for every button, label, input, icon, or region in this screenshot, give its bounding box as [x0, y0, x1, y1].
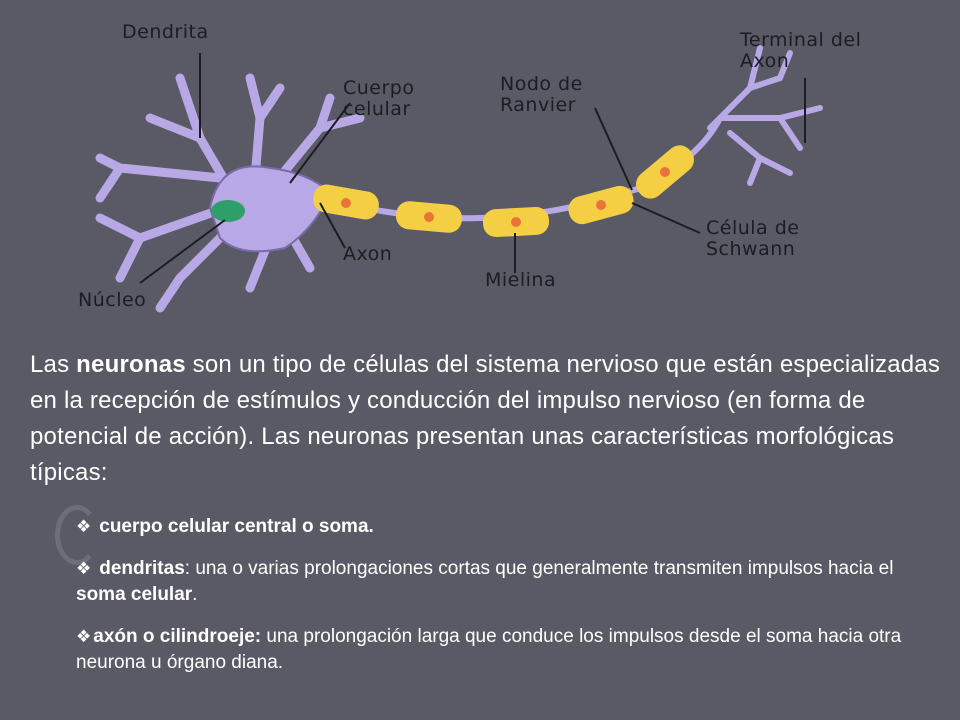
item-end: .	[192, 584, 198, 605]
label-cuerpo-celular: Cuerpo celular	[343, 77, 415, 120]
label-mielina: Mielina	[485, 269, 557, 291]
item-bold: axón o cilindroeje:	[93, 626, 262, 647]
label-dendrita: Dendrita	[122, 21, 209, 43]
label-nodo-ranvier: Nodo de Ranvier	[500, 73, 583, 116]
nucleus	[211, 200, 245, 222]
item-bold: dendritas	[99, 558, 185, 579]
intro-text-rest: son un tipo de células del sistema nervi…	[30, 351, 941, 486]
label-lines	[139, 53, 806, 284]
features-list: ❖ cuerpo celular central o soma. ❖ dendrit…	[76, 514, 946, 692]
diamond-bullet-icon: ❖	[76, 559, 92, 578]
label-nucleo: Núcleo	[78, 289, 147, 311]
item-bold: cuerpo celular central o soma.	[99, 516, 374, 537]
label-celula-schwann: Célula de Schwann	[706, 217, 800, 260]
myelin-sheaths	[313, 145, 694, 238]
neuron-diagram: Dendrita Cuerpo celular Nodo de Ranvier …	[60, 8, 920, 328]
list-item: ❖ cuerpo celular central o soma.	[76, 514, 946, 540]
intro-text-bold: neuronas	[76, 351, 186, 378]
diamond-bullet-icon: ❖	[76, 627, 92, 646]
list-item: ❖ dendritas: una o varias prolongaciones …	[76, 556, 946, 608]
axon-terminal	[707, 45, 823, 186]
item-text: una prolongación larga que conduce los i…	[76, 626, 902, 673]
diamond-bullet-icon: ❖	[76, 517, 92, 536]
label-axon: Axon	[343, 243, 393, 265]
intro-paragraph: Las neuronas son un tipo de células del …	[30, 347, 942, 491]
label-terminal-axon: Terminal del Axon	[740, 29, 862, 72]
list-item: ❖axón o cilindroeje: una prolongación la…	[76, 624, 946, 676]
neuron-illustration	[95, 45, 823, 313]
item-text: : una o varias prolongaciones cortas que…	[184, 558, 894, 579]
intro-text-start: Las	[30, 351, 77, 378]
decorative-swirl	[55, 505, 99, 565]
item-bold-2: soma celular	[76, 584, 193, 605]
